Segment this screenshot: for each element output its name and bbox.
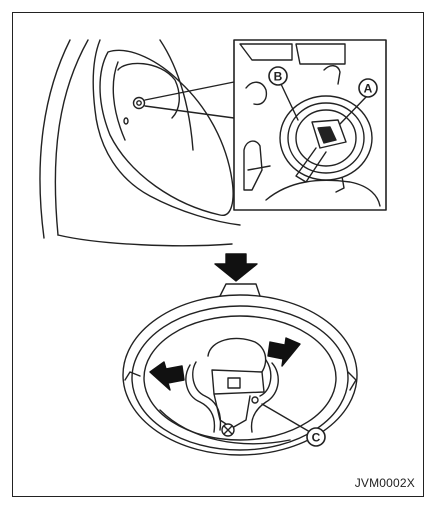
bulb-base [207, 337, 267, 437]
callout-a-label: A [364, 82, 373, 96]
retaining-spring-clip [185, 359, 279, 433]
callout-b-leader [280, 83, 299, 121]
down-arrow-icon [214, 253, 258, 282]
callout-a: A [358, 78, 378, 98]
inset-leader-lines [144, 81, 235, 119]
push-arrow-left-icon [149, 361, 185, 391]
car-front-outline [39, 39, 241, 247]
callout-c-label: C [312, 431, 321, 445]
headlight-marker [123, 96, 146, 125]
callout-b: B [268, 66, 288, 86]
callout-c: C [306, 427, 326, 447]
callout-c-leader [261, 403, 311, 433]
callout-b-label: B [274, 70, 283, 84]
figure-code: JVM0002X [354, 476, 415, 490]
bulb-connector [295, 119, 347, 183]
callout-a-leader [339, 96, 367, 125]
push-arrow-right-icon [267, 337, 301, 367]
headlight-lens [99, 49, 234, 216]
